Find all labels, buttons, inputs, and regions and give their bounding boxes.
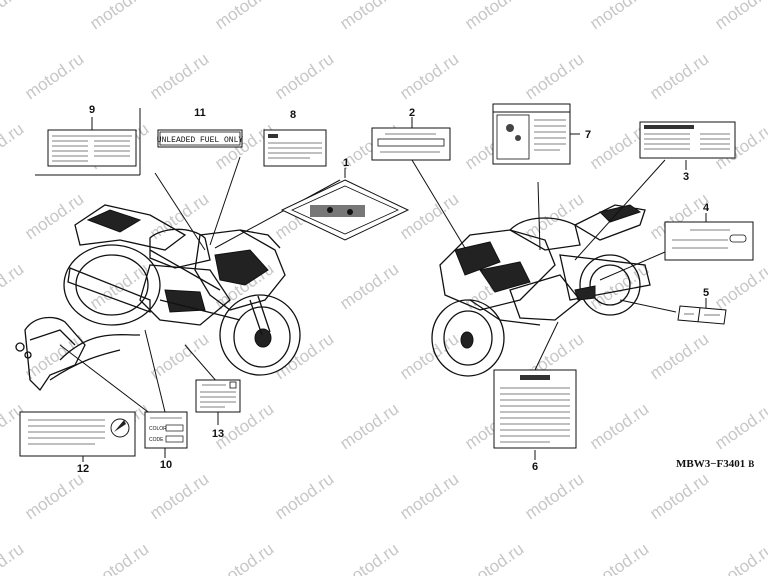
watermark-text-61: motod.ru bbox=[586, 539, 652, 576]
diagram-code-suffix: B bbox=[748, 459, 754, 469]
label-8-sticker bbox=[263, 129, 327, 167]
label-9-sticker bbox=[47, 129, 137, 167]
watermark-text-48: motod.ru bbox=[711, 399, 768, 453]
callout-6: 6 bbox=[532, 461, 538, 473]
watermark-text-37: motod.ru bbox=[271, 329, 337, 383]
callout-3: 3 bbox=[683, 171, 689, 183]
label-2-sticker bbox=[371, 127, 451, 161]
watermark-text-11: motod.ru bbox=[521, 49, 587, 103]
callout-2: 2 bbox=[409, 107, 415, 119]
watermark-text-60: motod.ru bbox=[461, 539, 527, 576]
callout-4: 4 bbox=[703, 202, 710, 214]
watermark-text-28: motod.ru bbox=[0, 259, 27, 313]
watermark-text-34: motod.ru bbox=[711, 259, 768, 313]
callout-13: 13 bbox=[212, 428, 224, 440]
watermark-text-53: motod.ru bbox=[521, 469, 587, 523]
label-13-sticker bbox=[195, 379, 241, 413]
watermark-text-12: motod.ru bbox=[646, 49, 712, 103]
callout-12: 12 bbox=[77, 463, 89, 475]
callout-10: 10 bbox=[160, 459, 172, 471]
callout-7: 7 bbox=[585, 129, 591, 141]
watermark-text-10: motod.ru bbox=[396, 49, 462, 103]
label-3-sticker bbox=[639, 121, 736, 159]
watermark-text-52: motod.ru bbox=[396, 469, 462, 523]
label-4-sticker bbox=[664, 221, 754, 261]
watermark-text-31: motod.ru bbox=[336, 259, 402, 313]
watermark-text-56: motod.ru bbox=[0, 539, 27, 576]
callout-numbers: 9 11 8 1 2 7 3 4 5 6 13 10 12 bbox=[77, 104, 710, 475]
callout-11: 11 bbox=[194, 107, 206, 119]
label-7-sticker bbox=[492, 103, 571, 165]
watermark-text-8: motod.ru bbox=[146, 49, 212, 103]
label-6-sticker bbox=[493, 369, 577, 449]
watermark-text-7: motod.ru bbox=[21, 49, 87, 103]
watermark-text-47: motod.ru bbox=[586, 399, 652, 453]
watermark-text-4: motod.ru bbox=[461, 0, 527, 33]
watermark-text-54: motod.ru bbox=[646, 469, 712, 523]
leader-lines bbox=[35, 108, 707, 462]
callout-5: 5 bbox=[703, 287, 709, 299]
label-10-sticker: COLOR CODE bbox=[144, 411, 188, 449]
watermark-text-0: motod.ru bbox=[0, 0, 27, 33]
watermark-text-58: motod.ru bbox=[211, 539, 277, 576]
watermark-text-2: motod.ru bbox=[211, 0, 277, 33]
watermark-text-38: motod.ru bbox=[396, 329, 462, 383]
left-motorcycle-illustration bbox=[63, 204, 301, 376]
color-label: COLOR bbox=[149, 426, 167, 432]
watermark-text-5: motod.ru bbox=[586, 0, 652, 33]
watermark-text-24: motod.ru bbox=[396, 189, 462, 243]
label-5-sticker bbox=[677, 305, 727, 325]
callout-8: 8 bbox=[290, 109, 296, 121]
right-motorcycle-illustration bbox=[431, 204, 651, 377]
watermark-text-1: motod.ru bbox=[86, 0, 152, 33]
watermark-text-29: motod.ru bbox=[86, 259, 152, 313]
unleaded-fuel-text: UNLEADED FUEL ONLY bbox=[157, 136, 244, 145]
label-12-sticker bbox=[19, 411, 136, 457]
watermark-text-9: motod.ru bbox=[271, 49, 337, 103]
watermark-text-57: motod.ru bbox=[86, 539, 152, 576]
watermark-text-59: motod.ru bbox=[336, 539, 402, 576]
watermark-text-49: motod.ru bbox=[21, 469, 87, 523]
watermark-text-45: motod.ru bbox=[336, 399, 402, 453]
watermark-text-14: motod.ru bbox=[0, 119, 27, 173]
label-11-sticker: UNLEADED FUEL ONLY bbox=[157, 129, 244, 148]
watermark-text-50: motod.ru bbox=[146, 469, 212, 523]
watermark-text-62: motod.ru bbox=[711, 539, 768, 576]
code-label: CODE bbox=[149, 437, 164, 443]
watermark-text-6: motod.ru bbox=[711, 0, 768, 33]
watermark-text-51: motod.ru bbox=[271, 469, 337, 523]
callout-1: 1 bbox=[343, 157, 349, 169]
label-1-sticker bbox=[280, 179, 410, 241]
watermark-text-3: motod.ru bbox=[336, 0, 402, 33]
callout-9: 9 bbox=[89, 104, 95, 116]
diagram-code-main: MBW3−F3401 bbox=[676, 458, 745, 470]
watermark-text-40: motod.ru bbox=[646, 329, 712, 383]
